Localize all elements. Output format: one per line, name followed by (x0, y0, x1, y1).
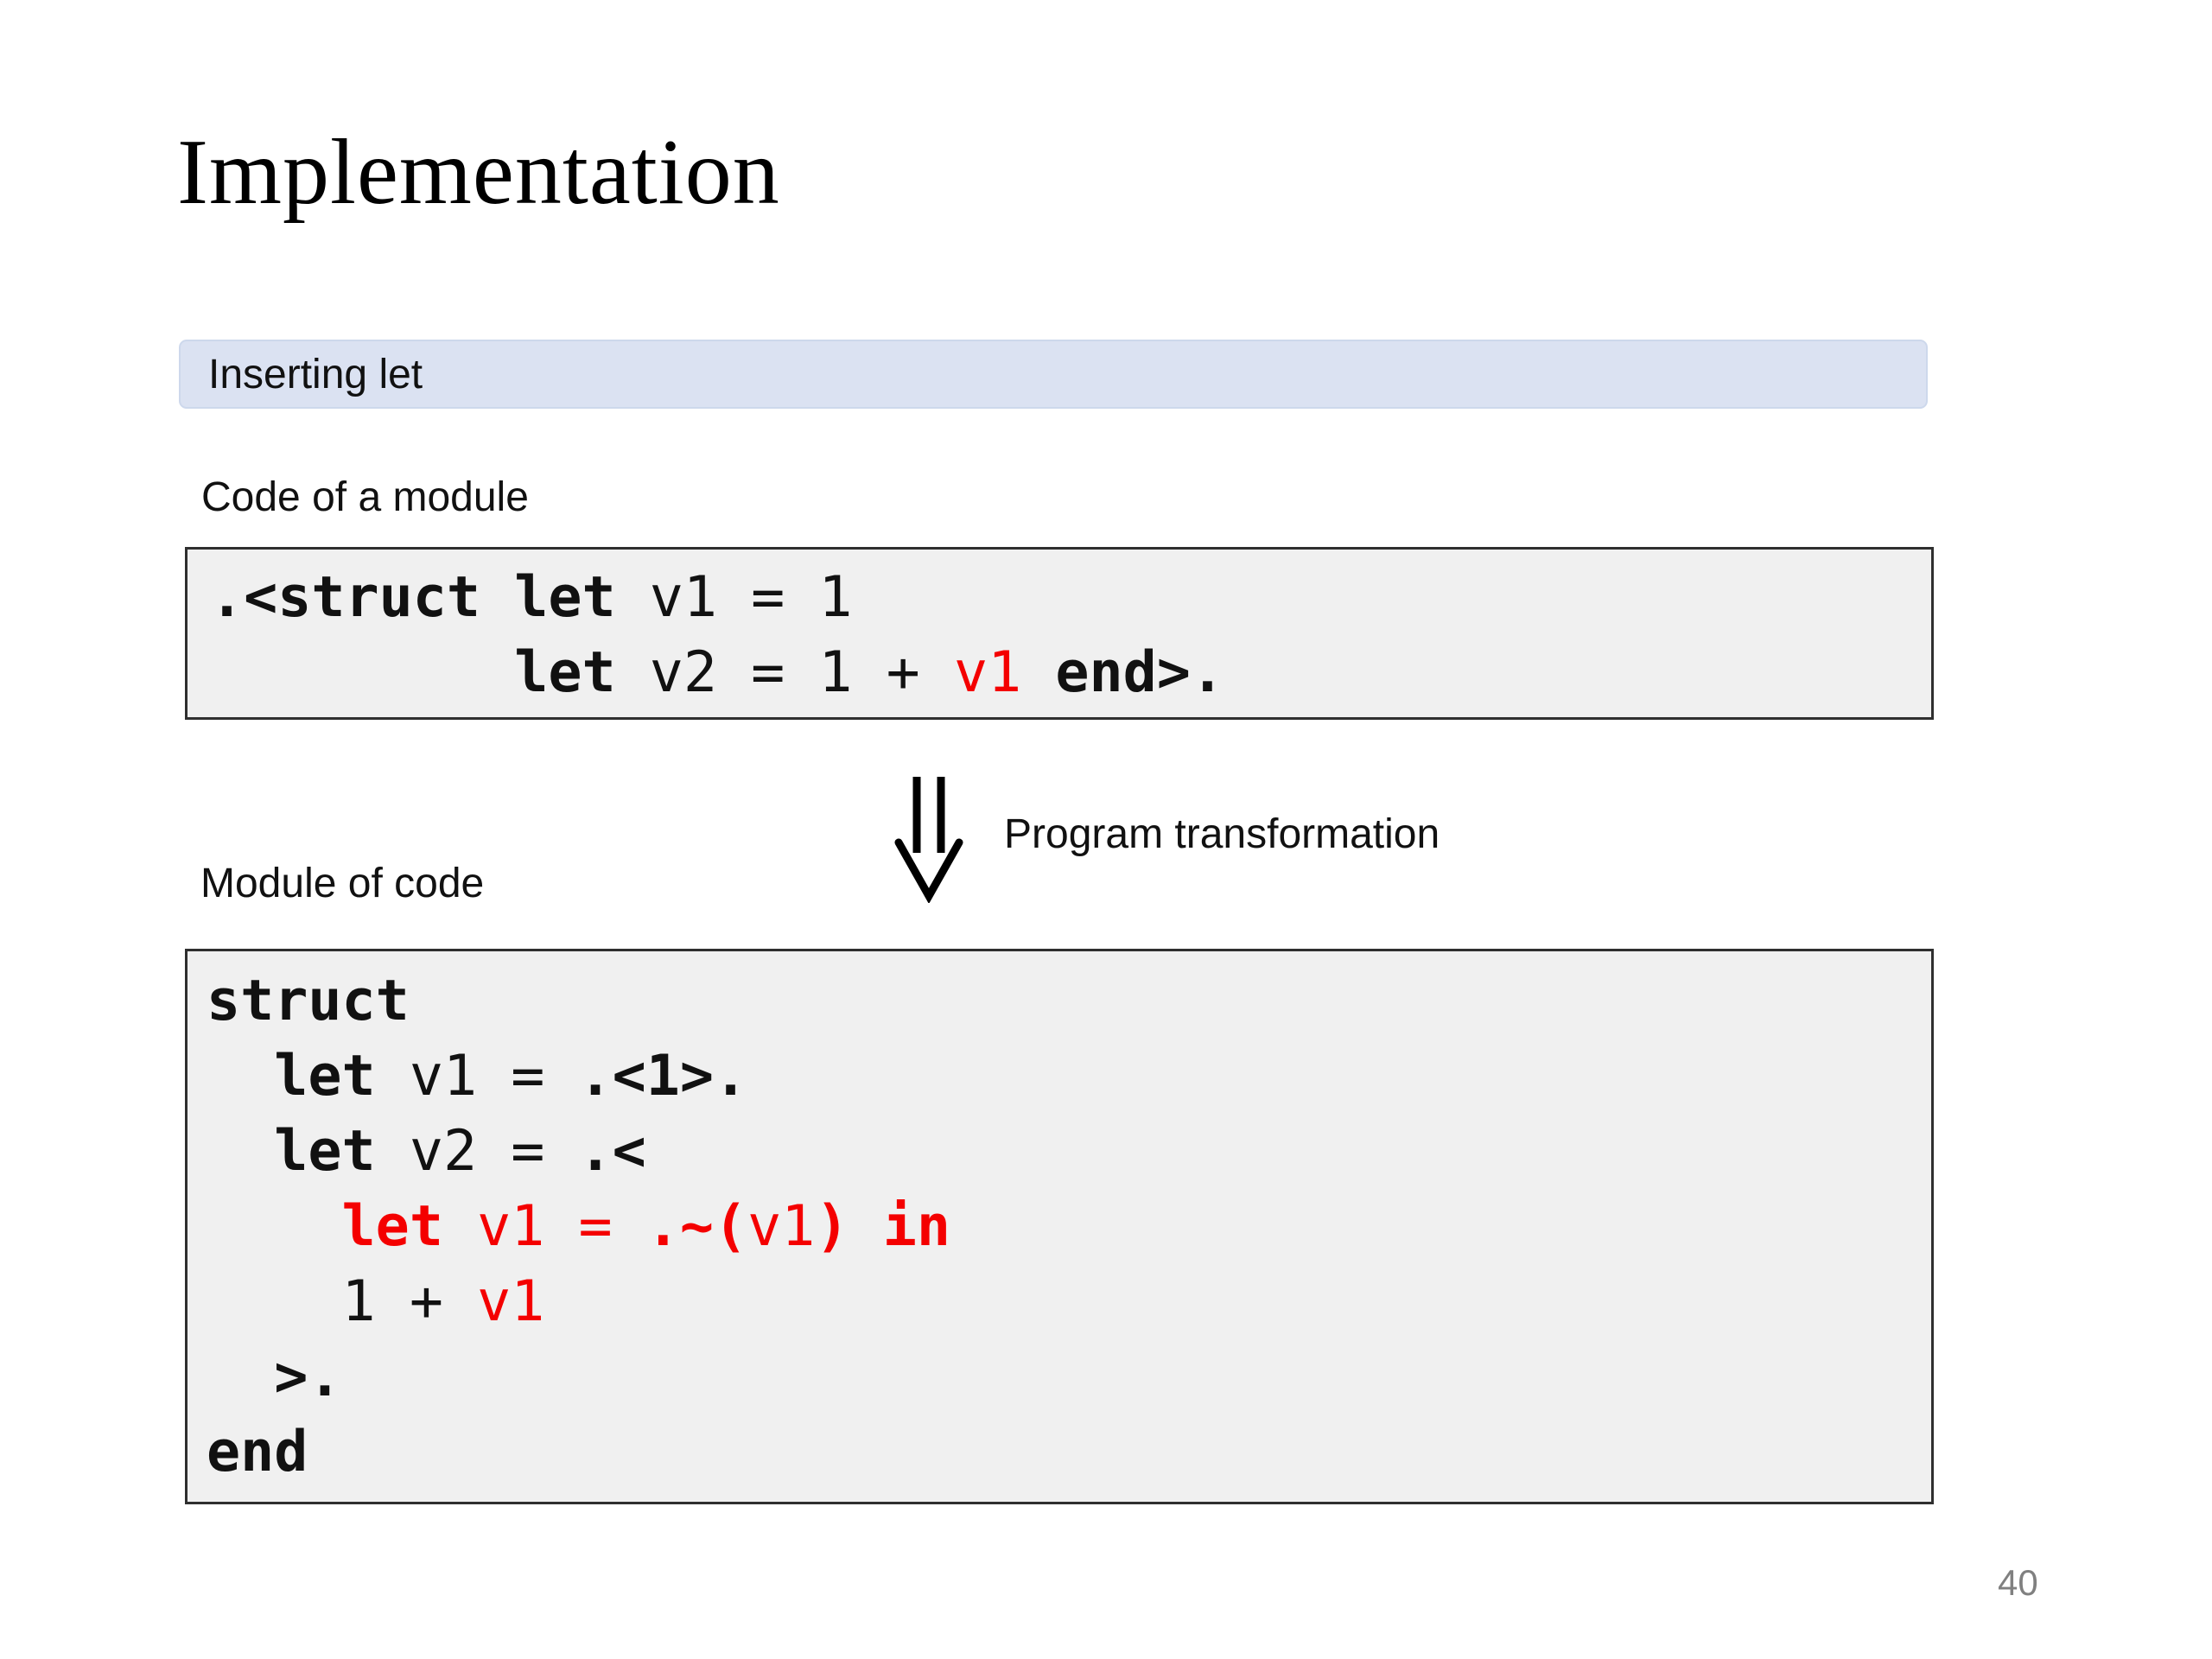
program-transformation-label: Program transformation (1004, 811, 1440, 857)
code-line: .<struct let v1 = 1 (210, 565, 853, 630)
double-down-arrow-icon (890, 773, 968, 905)
code-line: >. (274, 1344, 342, 1409)
banner-label: Inserting let (208, 351, 423, 397)
code-of-module-box: .<struct let v1 = 1 let v2 = 1 + v1 end>… (185, 547, 1934, 720)
page-title: Implementation (177, 121, 780, 224)
code-line: let v2 = .< (274, 1119, 646, 1184)
code-line: let v1 = .~(v1) in (341, 1194, 950, 1259)
code-line: struct (207, 969, 410, 1033)
code-line: 1 + v1 (341, 1269, 545, 1334)
module-of-code-box: struct let v1 = .<1>. let v2 = .< let v1… (185, 949, 1934, 1504)
inserting-let-banner: Inserting let (179, 340, 1928, 409)
page-number: 40 (1998, 1562, 2038, 1603)
code-line: let v1 = .<1>. (274, 1044, 748, 1109)
code-line: let v2 = 1 + v1 end>. (514, 640, 1225, 705)
module-of-code-label: Module of code (200, 861, 485, 906)
code-of-module-label: Code of a module (201, 474, 529, 520)
code-line: end (207, 1420, 308, 1484)
